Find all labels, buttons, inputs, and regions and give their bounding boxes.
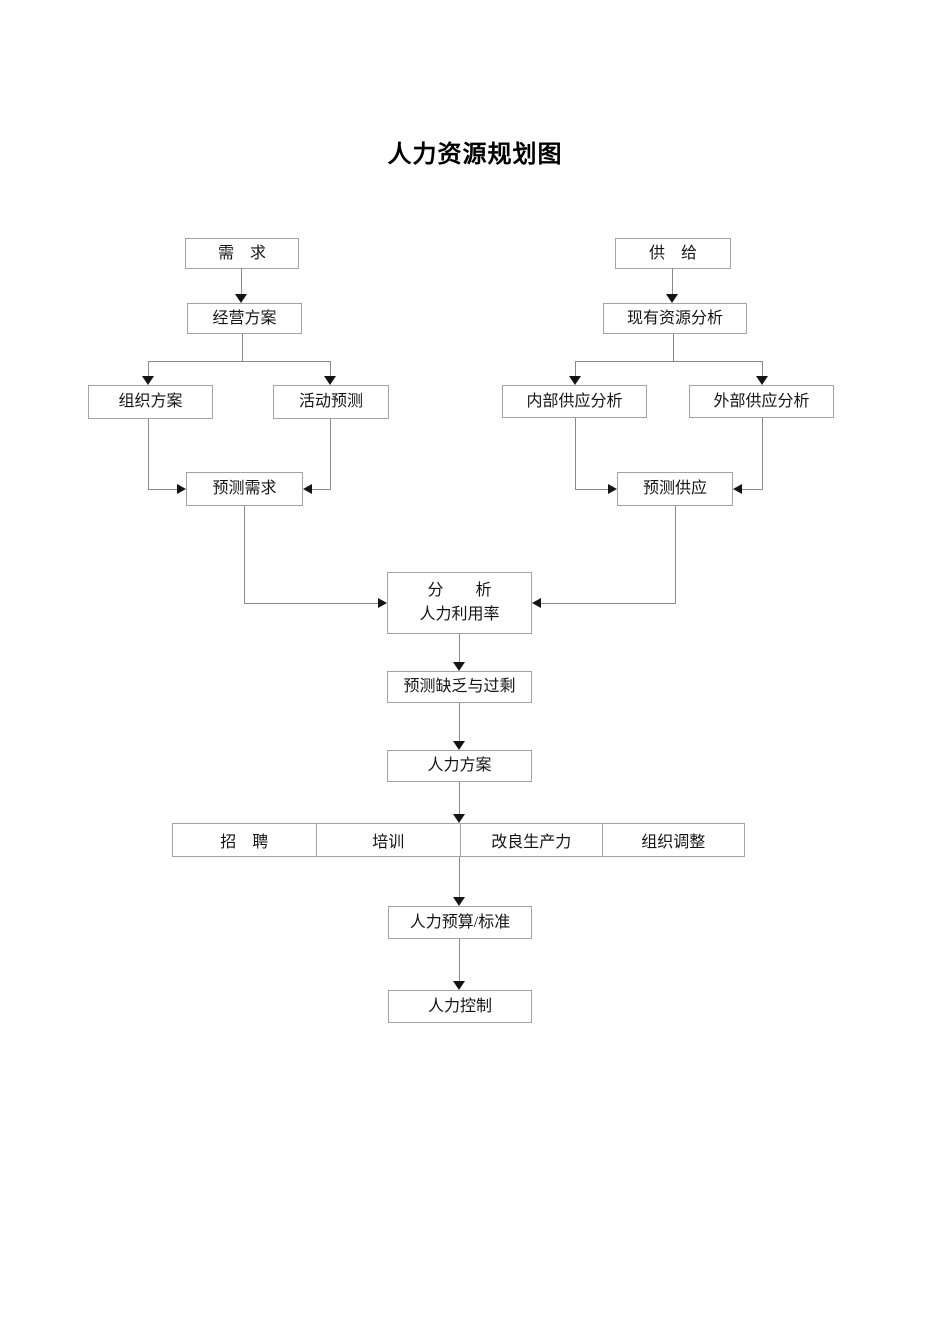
flow-line — [148, 489, 177, 490]
flow-line — [762, 418, 763, 490]
flow-line — [459, 782, 460, 814]
action-cell-training: 培训 — [315, 824, 461, 856]
arrowhead-down-icon — [756, 376, 768, 385]
flow-line — [148, 361, 149, 376]
arrowhead-down-icon — [666, 294, 678, 303]
flow-line — [675, 506, 676, 604]
flow-line — [148, 419, 149, 490]
arrowhead-left-icon — [733, 484, 742, 494]
flow-line — [244, 506, 245, 604]
flow-line — [672, 268, 673, 294]
flow-line — [148, 361, 331, 362]
flow-line — [762, 361, 763, 376]
node-existing-resource-analysis: 现有资源分析 — [603, 303, 747, 334]
node-forecast-shortage-surplus: 预测缺乏与过剩 — [387, 671, 532, 703]
flow-line — [459, 703, 460, 741]
node-supply: 供 给 — [615, 238, 731, 269]
node-hr-control: 人力控制 — [388, 990, 532, 1023]
flow-line — [330, 361, 331, 376]
arrowhead-down-icon — [453, 981, 465, 990]
flow-line — [459, 634, 460, 662]
arrowhead-down-icon — [453, 662, 465, 671]
action-cell-org-adjustment: 组织调整 — [601, 824, 745, 856]
arrowhead-down-icon — [453, 897, 465, 906]
flow-line — [541, 603, 676, 604]
flow-line — [575, 361, 576, 376]
flow-line — [241, 268, 242, 294]
arrowhead-down-icon — [453, 814, 465, 823]
node-external-supply-analysis: 外部供应分析 — [689, 385, 834, 418]
utilization-analysis-line1: 分 析 — [427, 582, 492, 599]
flow-line — [575, 418, 576, 490]
arrowhead-left-icon — [532, 598, 541, 608]
node-demand: 需 求 — [185, 238, 299, 269]
arrowhead-right-icon — [177, 484, 186, 494]
flow-line — [575, 361, 763, 362]
arrowhead-down-icon — [453, 741, 465, 750]
node-activity-forecast: 活动预测 — [273, 385, 389, 419]
flow-line — [244, 603, 378, 604]
arrowhead-right-icon — [378, 598, 387, 608]
arrowhead-down-icon — [324, 376, 336, 385]
flow-line — [673, 334, 674, 361]
flow-line — [242, 334, 243, 361]
action-cell-improve-productivity: 改良生产力 — [460, 824, 602, 856]
flow-line — [312, 489, 331, 490]
node-utilization-analysis: 分 析 人力利用率 — [387, 572, 532, 634]
arrowhead-right-icon — [608, 484, 617, 494]
arrowhead-down-icon — [569, 376, 581, 385]
action-cell-recruitment: 招 聘 — [220, 834, 269, 851]
node-forecast-demand: 预测需求 — [186, 472, 303, 506]
flow-line — [330, 419, 331, 490]
node-forecast-supply: 预测供应 — [617, 472, 733, 506]
node-internal-supply-analysis: 内部供应分析 — [502, 385, 647, 418]
flow-line — [742, 489, 763, 490]
utilization-analysis-line2: 人力利用率 — [419, 606, 500, 623]
diagram-title: 人力资源规划图 — [387, 142, 563, 168]
arrowhead-left-icon — [303, 484, 312, 494]
flow-line — [459, 939, 460, 981]
node-hr-plan: 人力方案 — [387, 750, 532, 782]
flow-line — [575, 489, 608, 490]
node-business-plan: 经营方案 — [187, 303, 302, 334]
action-row: 招 聘 培训 改良生产力 组织调整 — [172, 823, 745, 857]
arrowhead-down-icon — [142, 376, 154, 385]
arrowhead-down-icon — [235, 294, 247, 303]
node-org-plan: 组织方案 — [88, 385, 213, 419]
node-hr-budget-standard: 人力预算/标准 — [388, 906, 532, 939]
flow-line — [459, 857, 460, 897]
